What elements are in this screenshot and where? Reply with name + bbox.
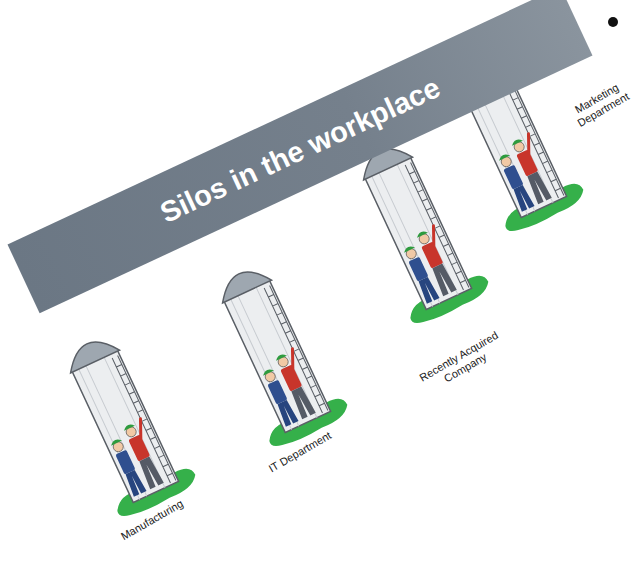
bullet-dot — [608, 17, 618, 27]
silo-label: Recently Acquired Company — [415, 327, 510, 396]
silo — [48, 326, 200, 522]
silo — [200, 256, 352, 452]
silo-label: Marketing Department — [563, 75, 638, 133]
